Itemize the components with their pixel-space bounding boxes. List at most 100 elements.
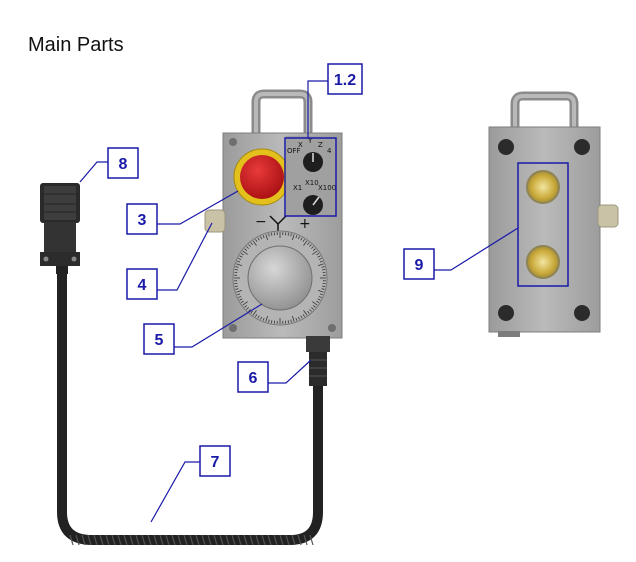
handwheel-tick xyxy=(268,233,270,237)
handwheel-tick xyxy=(302,238,305,242)
axis-4-label: 4 xyxy=(327,147,332,155)
handwheel-tick xyxy=(270,232,273,236)
handwheel-tick xyxy=(250,242,253,246)
handwheel-tick xyxy=(307,242,310,246)
callout-4: 4 xyxy=(126,268,158,300)
handwheel-tick xyxy=(317,289,324,293)
cable-coil-ridge xyxy=(237,534,242,546)
handwheel-tick xyxy=(322,285,326,288)
handwheel-tick xyxy=(317,298,321,301)
handwheel-tick xyxy=(255,238,258,242)
handwheel-tick xyxy=(312,248,316,251)
cable-coil-ridge xyxy=(255,534,260,546)
cable-coil-ridge xyxy=(165,534,170,546)
handwheel[interactable]: − + xyxy=(232,214,328,326)
cable-coil-ridge xyxy=(147,534,152,546)
handwheel-tick xyxy=(290,233,292,237)
handwheel-tick xyxy=(265,234,269,241)
handwheel-tick xyxy=(234,285,238,288)
handwheel-tick xyxy=(235,266,239,268)
cable-coil-ridge xyxy=(243,534,248,546)
magnet-top xyxy=(526,170,560,204)
cable-coil-ridge xyxy=(225,534,230,546)
callout-8-label: 8 xyxy=(119,156,128,173)
handwheel-tick xyxy=(239,298,243,301)
page-title: Main Parts xyxy=(28,34,124,56)
axis-selector-knob[interactable] xyxy=(303,152,323,172)
handwheel-tick xyxy=(312,305,316,308)
handwheel-tick xyxy=(317,263,324,267)
cable-coil-ridge xyxy=(219,534,224,546)
cable-coil-ridge xyxy=(69,534,74,546)
handwheel-tick xyxy=(235,288,239,290)
callout-9: 9 xyxy=(403,248,435,280)
emergency-stop-button[interactable] xyxy=(233,148,291,206)
handwheel-tick xyxy=(318,295,322,298)
cable-coil-ridge xyxy=(171,534,176,546)
cable-coil-ridge xyxy=(123,534,128,546)
handwheel-tick xyxy=(255,314,258,318)
axis-off-label: OFF xyxy=(287,147,301,155)
handwheel-tick xyxy=(260,316,263,320)
axis-z-label: Z xyxy=(318,141,323,149)
cable-coil-ridge xyxy=(207,534,212,546)
callout-4-label: 4 xyxy=(138,277,147,294)
handwheel-tick xyxy=(312,301,318,306)
handwheel-tick xyxy=(252,240,257,246)
cable-coil-ridge xyxy=(213,534,218,546)
callout-5: 5 xyxy=(143,323,175,355)
handwheel-tick xyxy=(295,235,298,239)
callout-3-label: 3 xyxy=(138,212,147,229)
cable-coil-ridge xyxy=(159,534,164,546)
leader-lines xyxy=(79,80,519,523)
handwheel-minus-sign: − xyxy=(255,214,267,230)
connector-plug xyxy=(40,183,80,274)
step-x100-label: X100 xyxy=(318,184,336,192)
cable-coil-ridge xyxy=(81,534,86,546)
handwheel-tick xyxy=(290,319,292,323)
handwheel-tick xyxy=(237,260,241,263)
handwheel-tick xyxy=(242,250,248,255)
callout-8: 8 xyxy=(107,147,139,179)
step-selector-knob[interactable] xyxy=(303,195,323,215)
handwheel-tick xyxy=(260,236,263,240)
handwheel-tick xyxy=(246,246,249,249)
callout-7: 7 xyxy=(199,445,231,477)
coiled-cable xyxy=(57,263,323,546)
handwheel-tick xyxy=(297,316,300,320)
callout-5-label: 5 xyxy=(155,332,164,349)
handwheel-tick xyxy=(252,310,257,316)
magnet-highlight-box xyxy=(517,162,569,287)
handwheel-tick xyxy=(309,309,312,312)
handwheel-tick xyxy=(303,310,308,316)
cable-coil-ridge xyxy=(183,534,188,546)
handwheel-tick xyxy=(237,293,241,296)
cable-coil-ridge xyxy=(273,534,278,546)
handwheel-tick xyxy=(248,309,251,312)
cable-coil-ridge xyxy=(267,534,272,546)
handwheel-tick xyxy=(291,315,295,322)
handwheel-tick xyxy=(246,307,249,310)
cable-coil-ridge xyxy=(105,534,110,546)
handwheel-tick xyxy=(307,310,310,314)
handwheel-tick xyxy=(240,253,244,256)
handwheel-tick xyxy=(316,300,320,303)
handwheel-tick xyxy=(244,305,248,308)
callout-7-label: 7 xyxy=(211,454,220,471)
handwheel-tick xyxy=(297,236,300,240)
axis-y-label: Y xyxy=(307,137,313,145)
cable-coil-ridge xyxy=(231,534,236,546)
handwheel-tick xyxy=(303,240,308,246)
callout-1-2: 1.2 xyxy=(327,63,363,95)
axis-x-label: X xyxy=(298,141,303,149)
cable-coil-ridge xyxy=(297,534,302,546)
handwheel-tick xyxy=(319,293,323,296)
handwheel-tick xyxy=(242,301,248,306)
callout-3: 3 xyxy=(126,203,158,235)
cable-coil-ridge xyxy=(177,534,182,546)
cable-coil-ridge xyxy=(75,534,80,546)
cable-coil-ridge xyxy=(99,534,104,546)
handwheel-tick xyxy=(257,237,260,241)
cable-coil-ridge xyxy=(117,534,122,546)
cable-coil-ridge xyxy=(303,534,308,546)
